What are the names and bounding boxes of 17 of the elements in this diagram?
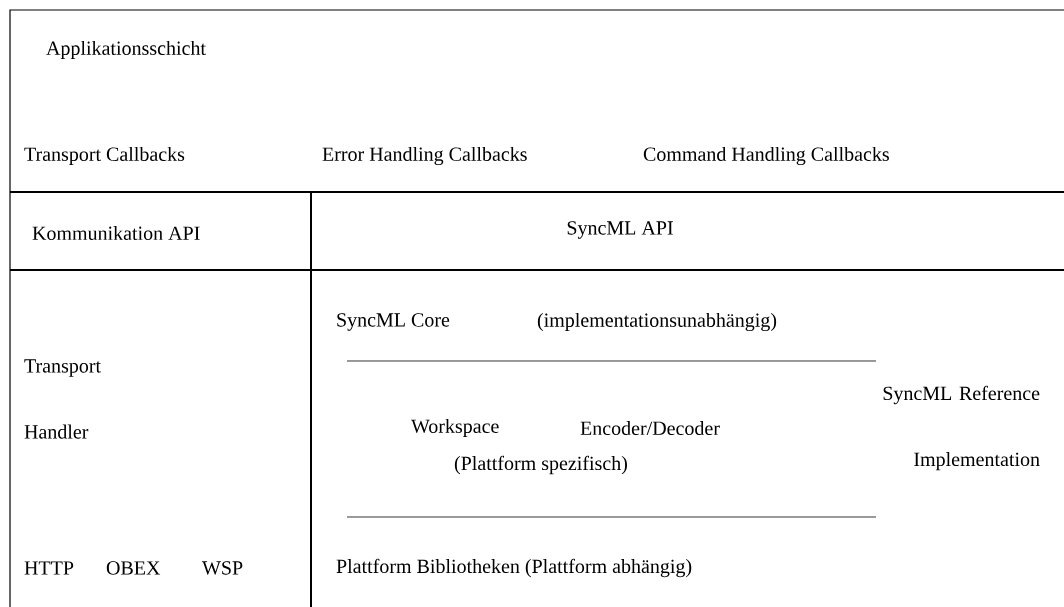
callback-label: Command Handling Callbacks [643, 146, 889, 166]
component-label: Encoder/Decoder [580, 420, 720, 436]
component-label: Transport Handler [24, 359, 101, 439]
component-label: SyncML Reference Implementation [883, 385, 1040, 471]
protocol-label: HTTP [24, 561, 74, 575]
callback-label: Transport Callbacks [24, 146, 185, 166]
api-label: Kommunikation API [32, 225, 200, 240]
api-label: SyncML API [567, 221, 673, 239]
layer-title: Applikationsschicht [46, 40, 206, 60]
component-label: (Plattform spezifisch) [454, 455, 627, 475]
component-label: SyncML Core [337, 313, 450, 331]
protocol-label: WSP [202, 561, 243, 575]
component-label: Plattform Bibliotheken (Plattform abhängig) [336, 558, 692, 578]
callback-label: Error Handling Callbacks [322, 146, 527, 166]
component-label: Workspace [411, 418, 499, 438]
component-label: (implementationsunabhängig) [537, 312, 777, 332]
protocol-label: OBEX [106, 561, 161, 575]
